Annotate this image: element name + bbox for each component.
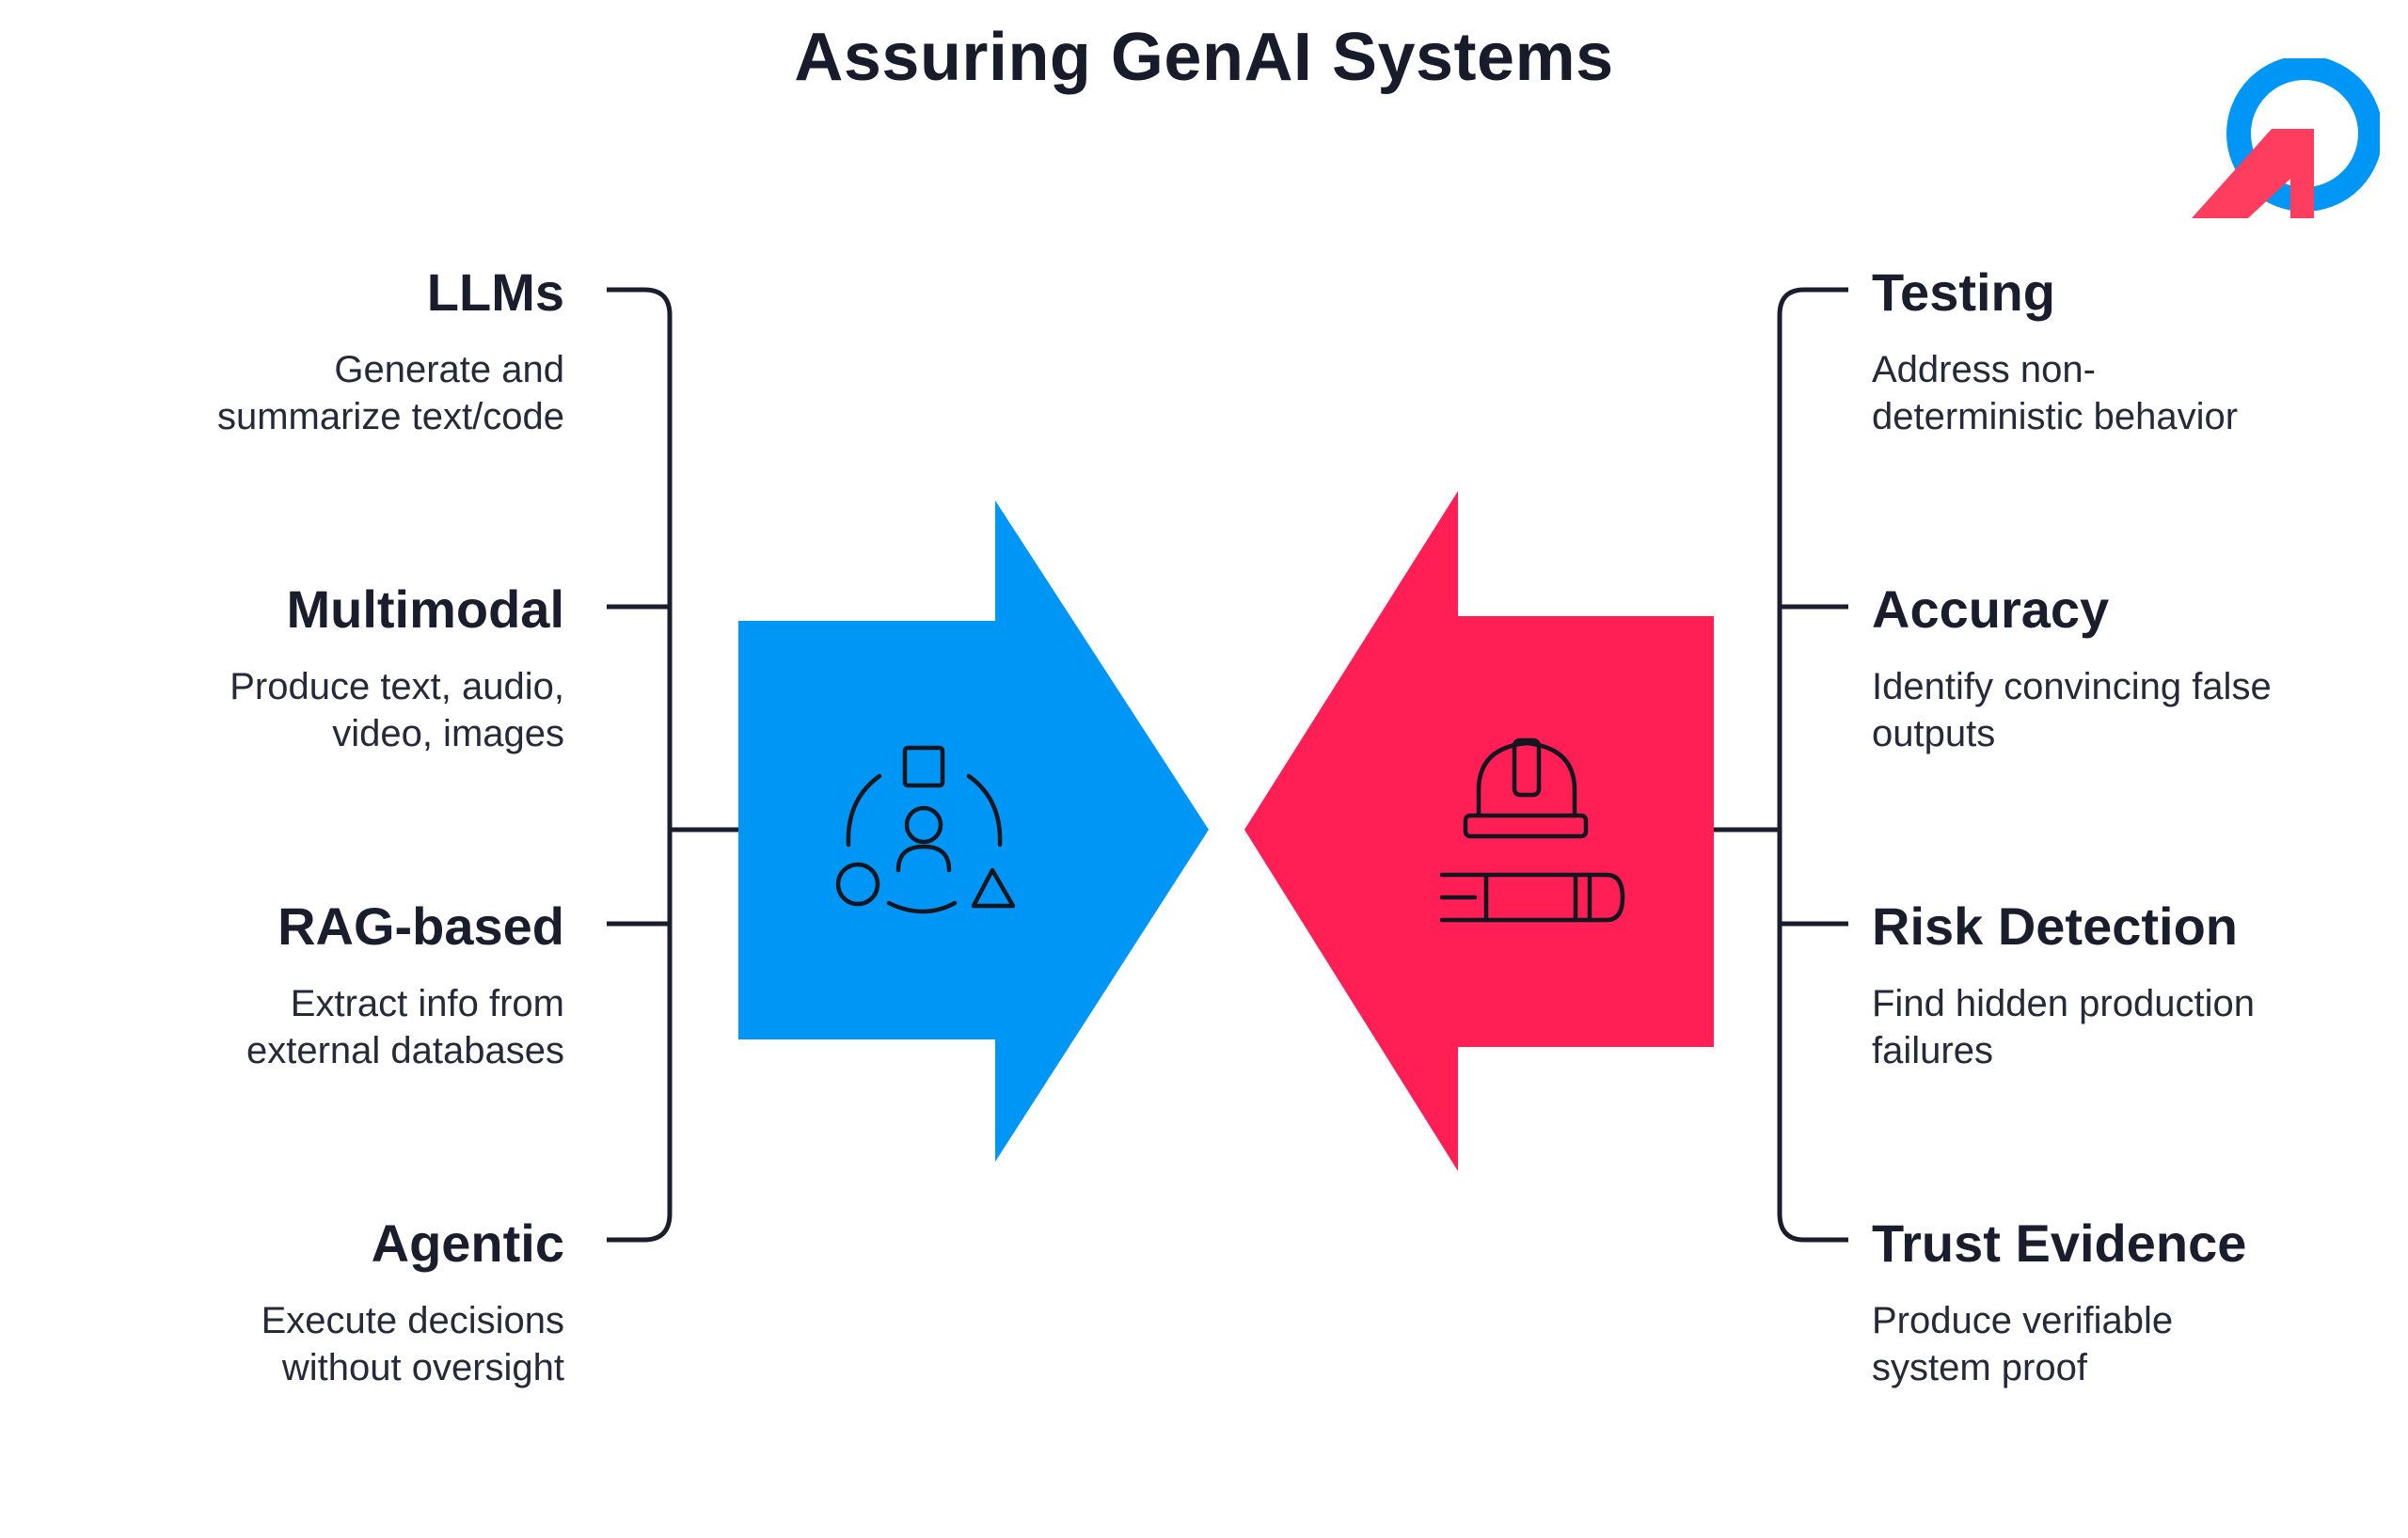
- right-item-trust-evidence: Trust Evidence Produce verifiable system…: [1872, 1213, 2399, 1391]
- shapes-and-person-icon: [835, 745, 1016, 914]
- left-item-rag-based: RAG-based Extract info from external dat…: [38, 896, 564, 1074]
- left-item-multimodal: Multimodal Produce text, audio, video, i…: [38, 579, 564, 757]
- left-item-desc: Generate and summarize text/code: [216, 349, 564, 437]
- right-item-accuracy: Accuracy Identify convincing false outpu…: [1872, 579, 2399, 757]
- left-bracket: [607, 287, 738, 1243]
- left-item-desc: Extract info from external databases: [246, 983, 564, 1071]
- left-item-desc: Produce text, audio, video, images: [230, 666, 564, 754]
- right-item-heading: Risk Detection: [1872, 896, 2238, 956]
- right-item-desc: Address non-deterministic behavior: [1872, 349, 2239, 437]
- right-item-desc: Find hidden production failures: [1872, 983, 2255, 1071]
- right-item-testing: Testing Address non-deterministic behavi…: [1872, 262, 2399, 440]
- right-item-desc: Identify convincing false outputs: [1872, 666, 2272, 754]
- page-title: Assuring GenAI Systems: [794, 20, 1614, 95]
- blue-arrow: [738, 500, 1209, 1162]
- right-item-heading: Testing: [1872, 262, 2055, 322]
- left-item-heading: LLMs: [426, 262, 564, 322]
- right-item-heading: Accuracy: [1872, 579, 2110, 639]
- left-item-heading: RAG-based: [277, 896, 564, 956]
- hardhat-and-books-icon: [1439, 737, 1625, 923]
- red-arrow: [1244, 491, 1714, 1171]
- right-item-risk-detection: Risk Detection Find hidden production fa…: [1872, 896, 2399, 1074]
- right-item-heading: Trust Evidence: [1872, 1213, 2247, 1273]
- left-item-agentic: Agentic Execute decisions without oversi…: [38, 1213, 564, 1391]
- left-item-llms: LLMs Generate and summarize text/code: [38, 262, 564, 440]
- left-item-desc: Execute decisions without oversight: [261, 1300, 564, 1388]
- left-item-heading: Agentic: [371, 1213, 564, 1273]
- brand-logo: [2192, 58, 2380, 218]
- right-bracket: [1714, 287, 1848, 1243]
- right-item-desc: Produce verifiable system proof: [1872, 1300, 2174, 1388]
- left-item-heading: Multimodal: [286, 579, 564, 639]
